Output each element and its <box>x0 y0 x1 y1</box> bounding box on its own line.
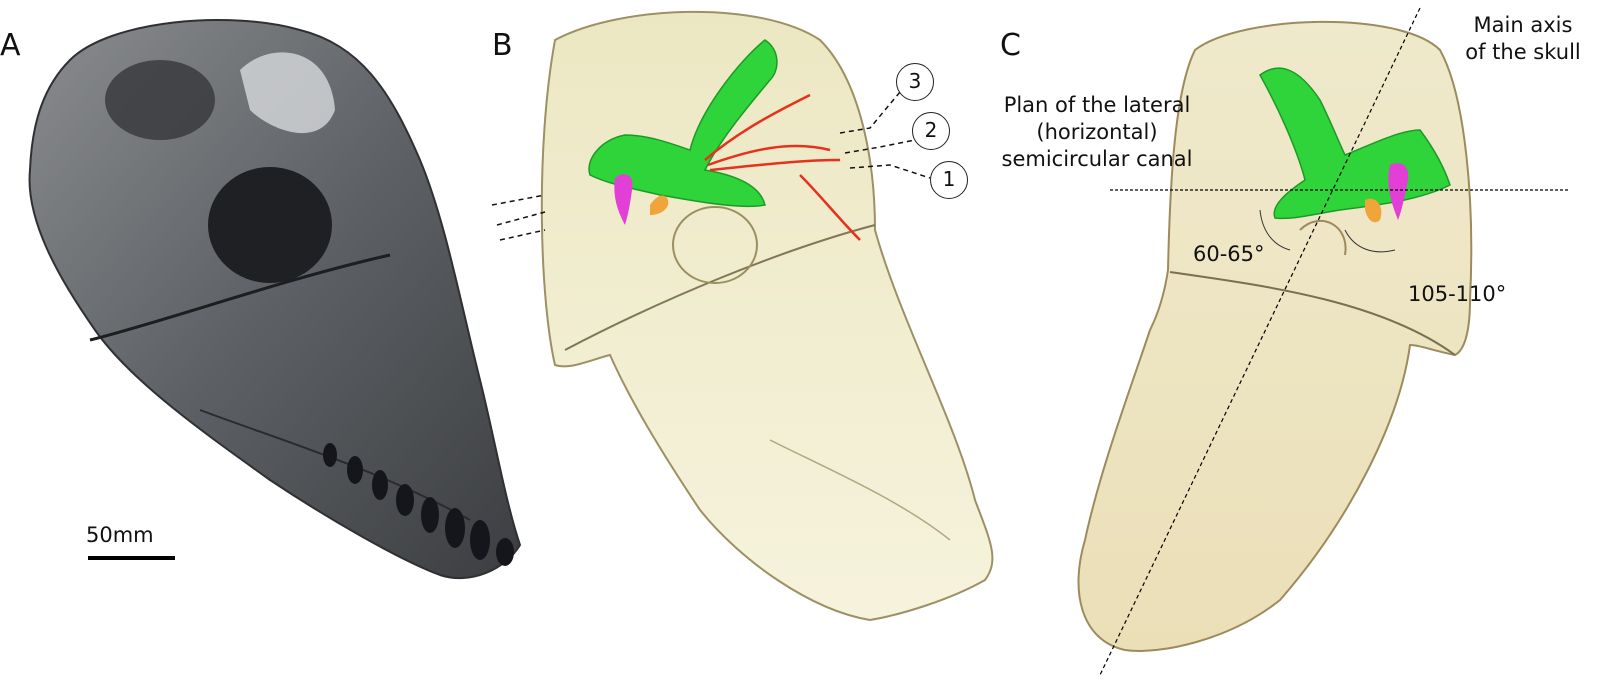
angle-arc-1 <box>1259 209 1291 251</box>
skull-c-segment-line <box>1169 271 1456 356</box>
main-axis-label: Main axis of the skull <box>1448 12 1598 66</box>
skull-b-jaw <box>769 439 951 541</box>
fossil-teeth <box>323 443 514 566</box>
lateral-canal-label-line-2: (horizontal) <box>1036 120 1158 144</box>
angle-label-105-110: 105-110° <box>1408 282 1507 306</box>
skull-b-orbit <box>672 206 758 284</box>
callout-2: 2 <box>912 112 950 150</box>
fossil-nasal-opening <box>105 60 215 140</box>
main-skull-axis-line <box>1099 7 1421 676</box>
stapes-c <box>1365 198 1382 223</box>
main-axis-label-line-2: of the skull <box>1465 40 1581 64</box>
callout-leader-lines <box>491 91 931 241</box>
cochlea-b <box>614 174 633 225</box>
skull-b-outline <box>540 10 994 622</box>
scale-bar-label: 50mm <box>86 523 154 547</box>
panel-a-fossil-skull <box>28 19 522 580</box>
fossil-crack <box>89 253 391 342</box>
lateral-canal-label-line-1: Plan of the lateral <box>1003 93 1191 117</box>
panel-letter-c: C <box>1000 28 1021 63</box>
fossil-bone-highlight <box>240 52 335 134</box>
angle-label-60-65: 60-65° <box>1193 242 1265 266</box>
callout-3: 3 <box>896 63 934 101</box>
cochlea-c <box>1388 163 1409 220</box>
panel-letter-a: A <box>0 28 21 63</box>
main-axis-label-line-1: Main axis <box>1473 13 1573 37</box>
angle-arc-2 <box>1344 229 1396 253</box>
lateral-canal-label: Plan of the lateral (horizontal) semicir… <box>992 92 1202 173</box>
panel-c-skull-reconstruction <box>1077 7 1568 676</box>
callout-1: 1 <box>930 161 968 199</box>
stapes-b <box>650 195 669 215</box>
fossil-orbit <box>208 167 332 283</box>
skull-c-orbit <box>1299 219 1347 256</box>
labyrinth-b <box>588 39 778 208</box>
skull-b-segment-line <box>564 224 876 351</box>
panel-letter-b: B <box>492 28 513 63</box>
panel-b-skull-reconstruction <box>491 10 994 622</box>
lateral-canal-label-line-3: semicircular canal <box>1001 147 1193 171</box>
nerves-b <box>704 93 861 241</box>
